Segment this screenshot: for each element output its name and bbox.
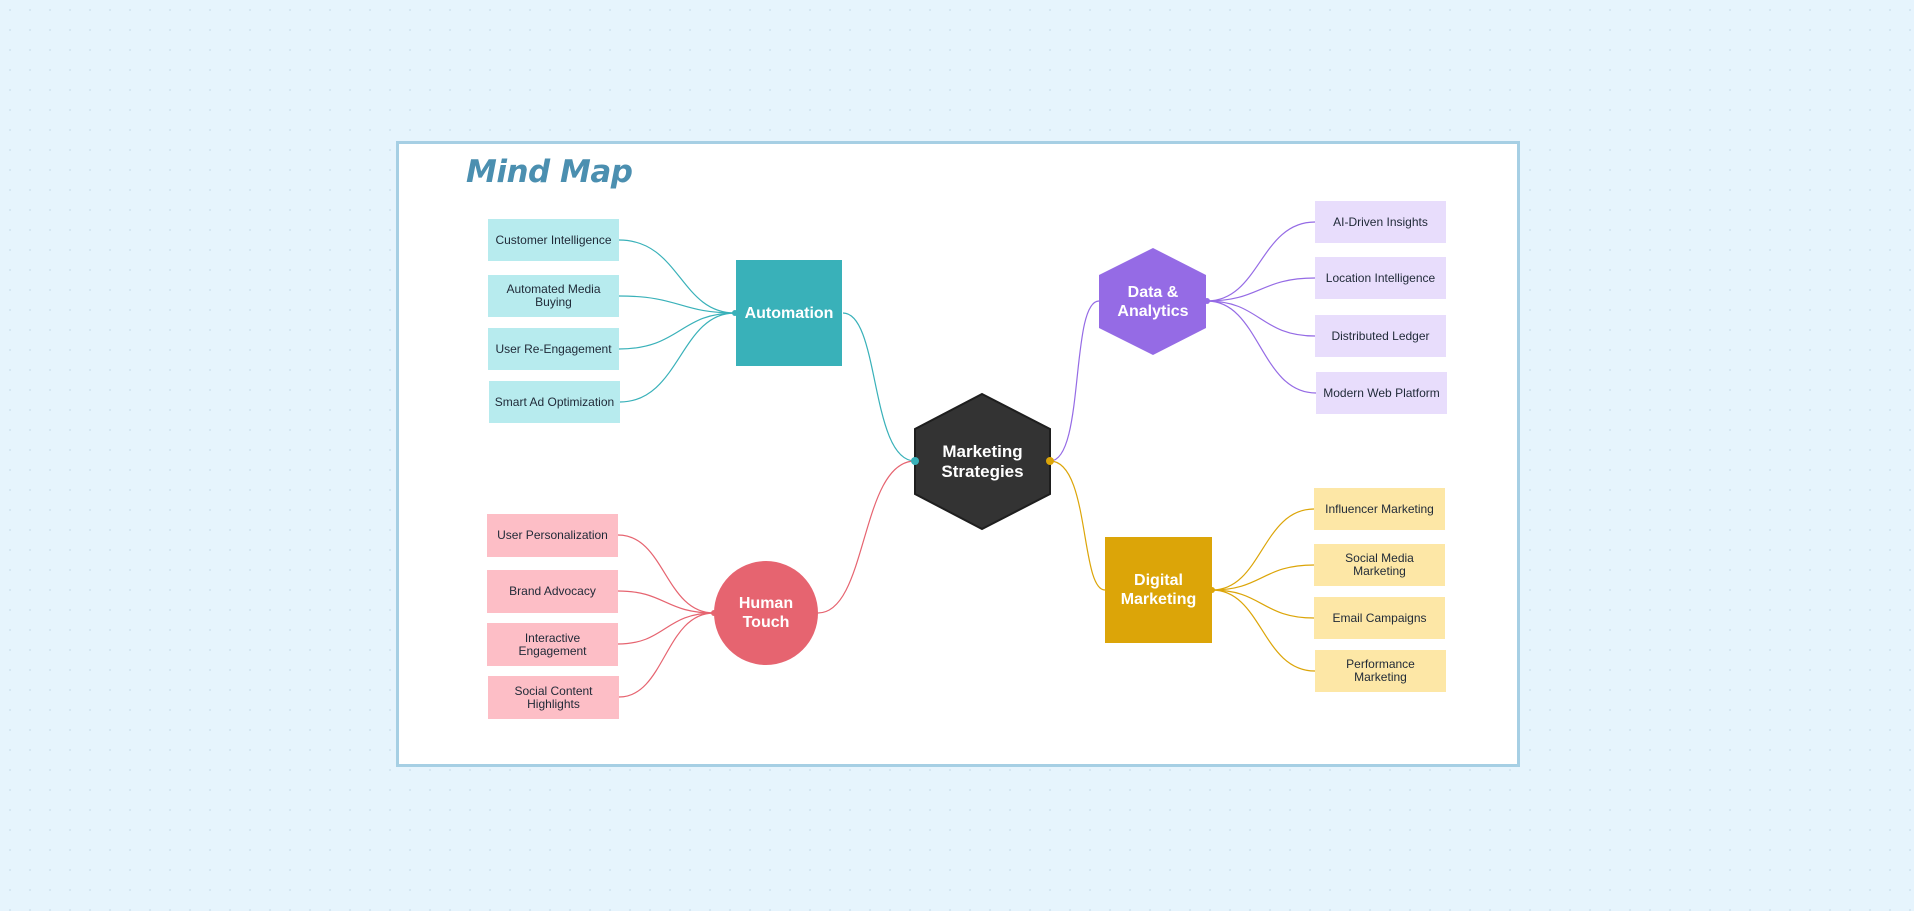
data-analytics-hexagon-shape [1099, 248, 1206, 355]
leaf-label: Location Intelligence [1325, 270, 1436, 285]
automation-leaf-node[interactable]: Automated Media Buying [488, 275, 619, 317]
edge-digital-marketing-leaf [1211, 508, 1315, 591]
human-touch-leaf-node[interactable]: Social Content Highlights [488, 676, 619, 719]
leaf-label: Interactive Engagement [518, 630, 587, 658]
connector-dot [1204, 298, 1210, 304]
connector-dot [1046, 457, 1054, 465]
edge-digital-marketing-leaf [1211, 564, 1315, 591]
digital-marketing-leaf-node[interactable]: Social Media Marketing [1314, 544, 1445, 586]
data-analytics-leaf-node[interactable]: Modern Web Platform [1316, 372, 1447, 414]
page-title: Mind Map [466, 154, 633, 190]
edge-human-touch-leaf [617, 534, 715, 614]
leaf-label: Brand Advocacy [509, 584, 596, 598]
center-node[interactable]: Marketing Strategies [915, 394, 1050, 529]
center-hexagon-shape [914, 392, 1051, 531]
human-touch-leaf-node[interactable]: Brand Advocacy [487, 570, 618, 613]
edge-automation-leaf [618, 312, 736, 350]
edge-automation-leaf [618, 295, 736, 314]
digital-marketing-leaf-node[interactable]: Influencer Marketing [1314, 488, 1445, 530]
digital-marketing-leaf-node[interactable]: Performance Marketing [1315, 650, 1446, 692]
leaf-label: Email Campaigns [1332, 610, 1427, 625]
data-analytics-leaf-node[interactable]: Location Intelligence [1315, 257, 1446, 299]
connector-dot [711, 610, 717, 616]
leaf-label: Customer Intelligence [495, 232, 612, 247]
digital-marketing-leaf-node[interactable]: Email Campaigns [1314, 597, 1445, 639]
edge-digital-marketing-leaf [1211, 589, 1315, 619]
leaf-label: User Personalization [497, 528, 608, 542]
edge-data-analytics-leaf [1206, 300, 1316, 337]
edge-human-touch-leaf [617, 590, 715, 614]
human-touch-leaf-node[interactable]: Interactive Engagement [487, 623, 618, 666]
leaf-label: Distributed Ledger [1331, 328, 1430, 343]
edge-human-touch-leaf [617, 612, 715, 645]
leaf-label: Automated Media Buying [506, 282, 601, 309]
leaf-label: AI-Driven Insights [1333, 214, 1428, 229]
edge-center-human-touch [817, 460, 916, 614]
center-node-label: Marketing Strategies [941, 441, 1024, 481]
data-analytics-leaf-node[interactable]: AI-Driven Insights [1315, 201, 1446, 243]
edge-human-touch-leaf [618, 612, 715, 698]
data-analytics-node-label: Data & Analytics [1117, 283, 1189, 320]
automation-leaf-node[interactable]: Customer Intelligence [488, 219, 619, 261]
edge-automation-leaf [619, 312, 736, 403]
digital-marketing-node[interactable]: Digital Marketing [1105, 537, 1212, 643]
human-touch-node[interactable]: Human Touch [714, 561, 818, 665]
edge-data-analytics-leaf [1206, 221, 1316, 302]
data-analytics-node[interactable]: Data & Analytics [1099, 248, 1207, 355]
automation-leaf-node[interactable]: User Re-Engagement [488, 328, 619, 370]
human-touch-circle-shape [714, 561, 818, 665]
edge-data-analytics-leaf [1206, 277, 1316, 302]
human-touch-leaf-node[interactable]: User Personalization [487, 514, 618, 557]
automation-node[interactable]: Automation [736, 260, 842, 366]
edge-automation-leaf [618, 239, 736, 314]
leaf-label: Social Content Highlights [514, 683, 593, 711]
digital-marketing-node-label: Digital Marketing [1120, 572, 1197, 608]
leaf-label: Influencer Marketing [1325, 501, 1434, 516]
data-analytics-leaf-node[interactable]: Distributed Ledger [1315, 315, 1446, 357]
edge-digital-marketing-leaf [1211, 589, 1316, 672]
automation-node-label: Automation [744, 304, 834, 322]
leaf-label: Social Media Marketing [1345, 551, 1414, 578]
edge-center-digital-marketing [1049, 460, 1106, 591]
automation-leaf-node[interactable]: Smart Ad Optimization [489, 381, 620, 423]
leaf-label: Smart Ad Optimization [494, 394, 615, 409]
leaf-label: Performance Marketing [1346, 657, 1415, 684]
connector-dot [911, 457, 919, 465]
edge-center-automation [842, 312, 916, 462]
edge-center-data-analytics [1049, 300, 1100, 462]
leaf-label: User Re-Engagement [495, 341, 612, 356]
human-touch-node-label: Human Touch [738, 595, 794, 631]
leaf-label: Modern Web Platform [1323, 385, 1440, 400]
edge-data-analytics-leaf [1206, 300, 1317, 394]
